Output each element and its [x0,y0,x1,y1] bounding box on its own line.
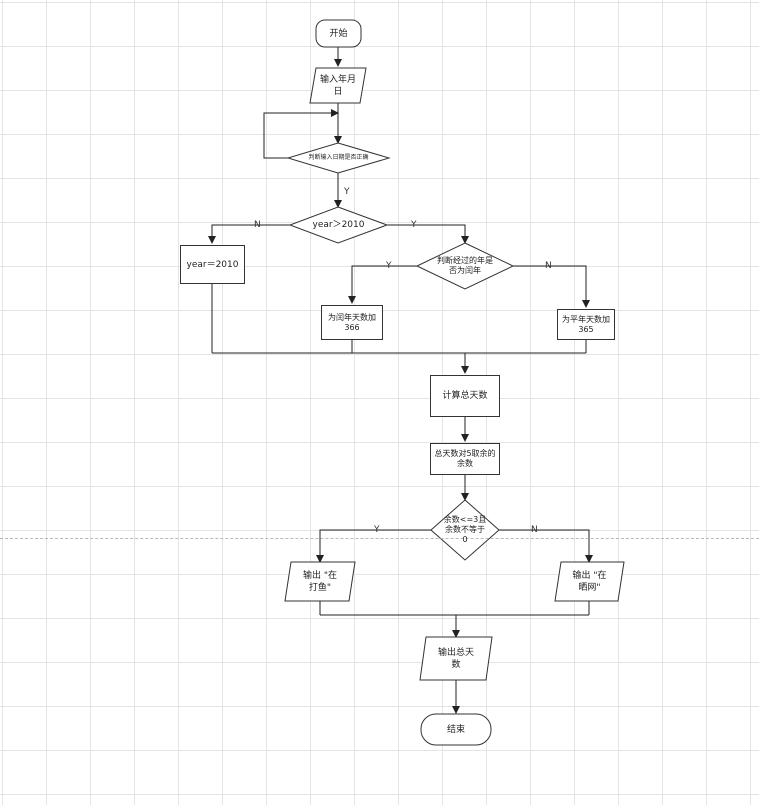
start-label: 开始 [329,28,348,39]
edge-year-no [208,224,290,244]
check-date-node: 判断输入日期是否正确 [288,143,389,173]
out-drying-label: 输出 "在 晒网" [572,570,607,593]
out-fishing-node: 输出 "在 打鱼" [285,562,355,601]
calc-total-node: 计算总天数 [430,375,500,417]
edge-year-yes [387,224,469,244]
edge-label-year-yes: Y [411,220,417,230]
edge-check-loop-back [263,109,339,159]
node-shapes [284,19,625,746]
add-366-label: 为闰年天数加 366 [328,312,376,332]
check-leap-shape [415,242,515,290]
year-gt-2010-node: year＞2010 [290,207,387,243]
input-date-node: 输入年月 日 [310,68,366,103]
remainder-cond-node: 余数<=3且 余数不等于 0 [431,500,499,560]
input-date-label: 输入年月 日 [319,74,356,97]
page-break-dashed-line [0,538,759,539]
end-label: 结束 [446,724,465,735]
check-leap-node: 判断经过的年是 否为闰年 [417,243,513,289]
add-365-node: 为平年天数加 365 [557,309,615,340]
out-total-shape [419,636,493,681]
calc-total-label: 计算总天数 [442,391,488,401]
out-fishing-label: 输出 "在 打鱼" [302,570,337,593]
edge-label-leap-no: N [545,261,552,271]
edge-label-check-yes: Y [344,187,350,197]
edge-label-leap-yes: Y [386,261,392,271]
year-gt-2010-shape [288,206,389,244]
mod-remainder-node: 总天数对5取余的 余数 [430,443,500,475]
remainder-cond-label: 余数<=3且 余数不等于 0 [443,515,487,544]
edge-cond-no [499,529,593,563]
mod-remainder-label: 总天数对5取余的 余数 [434,449,496,468]
input-date-shape [309,67,367,104]
end-terminal-shape [420,713,492,746]
add-365-label: 为平年天数加 365 [562,314,610,334]
edge-label-year-no: N [254,220,261,230]
year-eq-2010-label: year＝2010 [186,259,239,270]
out-total-label: 输出总天 数 [437,647,474,670]
end-node: 结束 [421,714,491,745]
out-drying-shape [554,561,625,602]
edge-leap-no [513,265,590,308]
add-366-node: 为闰年天数加 366 [321,305,383,340]
edge-label-rem-no: N [531,525,538,535]
out-drying-node: 输出 "在 晒网" [555,562,624,601]
check-date-label: 判断输入日期是否正确 [308,154,369,161]
year-eq-2010-node: year＝2010 [180,245,245,284]
out-total-node: 输出总天 数 [420,637,492,680]
out-fishing-shape [284,561,356,602]
edge-cond-yes [316,529,431,563]
edge-leap-yes [348,265,417,304]
connector-lines [208,47,593,714]
start-terminal-shape [315,19,362,48]
check-leap-label: 判断经过的年是 否为闰年 [437,256,493,275]
edge-label-rem-yes: Y [374,525,380,535]
start-node: 开始 [316,20,361,47]
check-date-shape [286,142,391,174]
year-gt-2010-label: year＞2010 [312,220,365,230]
remainder-cond-shape [430,499,500,561]
